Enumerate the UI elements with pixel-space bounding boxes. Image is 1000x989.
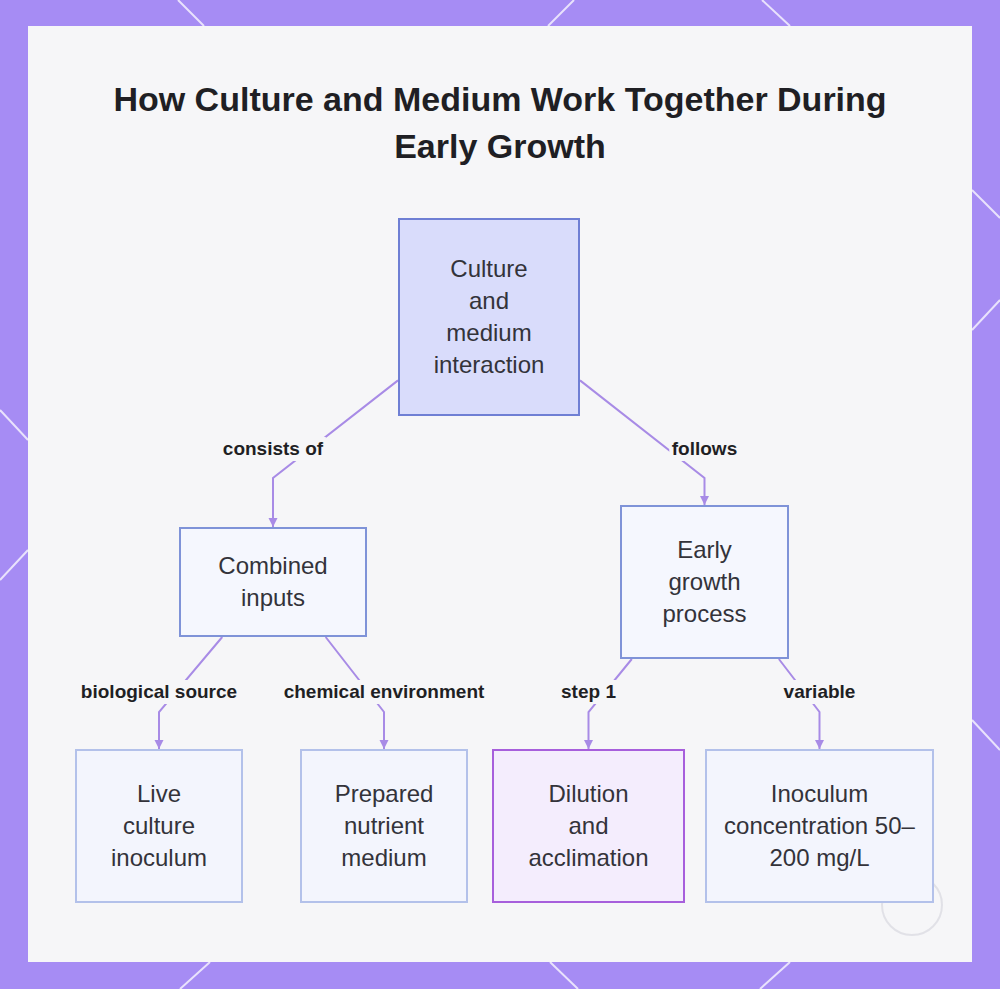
connector-arrow xyxy=(584,659,632,749)
concept-box: Culture and medium interaction xyxy=(398,218,580,416)
edge-label: biological source xyxy=(78,680,240,704)
concept-box: Combined inputs xyxy=(179,527,367,637)
node-label: Inoculum concentration 50–200 mg/L xyxy=(720,778,920,874)
edge-label: consists of xyxy=(220,437,326,461)
node-label: Culture and medium interaction xyxy=(430,253,548,381)
diagram-title: How Culture and Medium Work Together Dur… xyxy=(100,76,900,170)
concept-box: Early growth process xyxy=(620,505,789,659)
node-label: Early growth process xyxy=(650,534,760,630)
concept-box: Prepared nutrient medium xyxy=(300,749,468,903)
connector-arrow xyxy=(779,659,824,749)
node-label: Combined inputs xyxy=(198,550,348,614)
node-label: Dilution and acclimation xyxy=(527,778,651,874)
edge-label: step 1 xyxy=(558,680,619,704)
edge-label: follows xyxy=(669,437,740,461)
concept-box: Live culture inoculum xyxy=(75,749,243,903)
node-label: Prepared nutrient medium xyxy=(319,778,449,874)
concept-box: Inoculum concentration 50–200 mg/L xyxy=(705,749,934,903)
edge-label: variable xyxy=(781,680,859,704)
node-label: Live culture inoculum xyxy=(104,778,214,874)
concept-box: Dilution and acclimation xyxy=(492,749,685,903)
edge-label: chemical environment xyxy=(281,680,488,704)
